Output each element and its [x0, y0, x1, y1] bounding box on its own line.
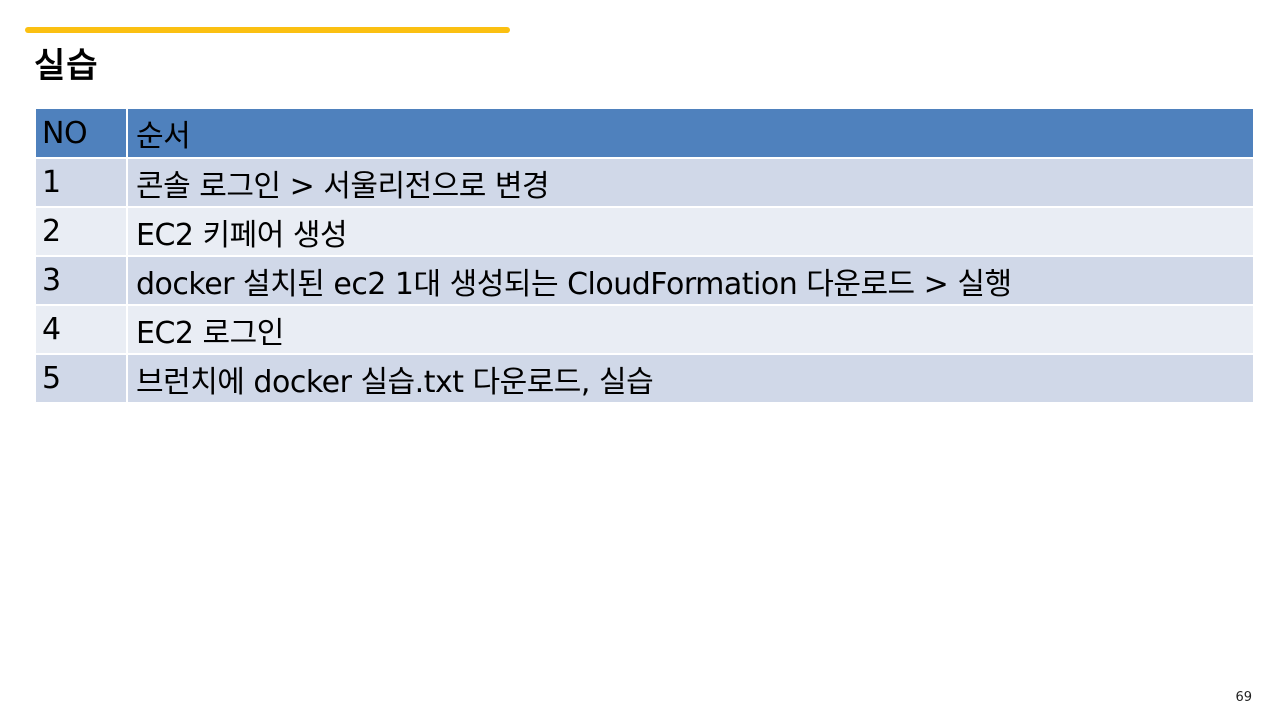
table-row: 1 콘솔 로그인 > 서울리전으로 변경 [36, 159, 1253, 206]
row-step: 콘솔 로그인 > 서울리전으로 변경 [136, 168, 550, 204]
row-step: EC2 로그인 [136, 315, 284, 351]
table-row: 2 EC2 키페어 생성 [36, 208, 1253, 255]
row-step: 브런치에 docker 실습.txt 다운로드, 실습 [136, 364, 654, 400]
accent-bar [25, 27, 510, 33]
row-number: 5 [36, 355, 128, 402]
steps-table: NO 순서 1 콘솔 로그인 > 서울리전으로 변경 2 EC2 키페어 생성 … [36, 109, 1253, 404]
table-row: 4 EC2 로그인 [36, 306, 1253, 353]
table-row: 5 브런치에 docker 실습.txt 다운로드, 실습 [36, 355, 1253, 402]
table-header-row: NO 순서 [36, 109, 1253, 157]
row-number: 2 [36, 208, 128, 255]
slide-title: 실습 [34, 46, 99, 86]
row-number: 4 [36, 306, 128, 353]
row-number: 3 [36, 257, 128, 304]
row-step: EC2 키페어 생성 [136, 217, 348, 253]
column-header-step: 순서 [136, 119, 191, 154]
row-step: docker 설치된 ec2 1대 생성되는 CloudFormation 다운… [136, 266, 1012, 302]
page-number: 69 [1235, 690, 1252, 705]
table-row: 3 docker 설치된 ec2 1대 생성되는 CloudFormation … [36, 257, 1253, 304]
column-header-no: NO [36, 109, 128, 157]
row-number: 1 [36, 159, 128, 206]
